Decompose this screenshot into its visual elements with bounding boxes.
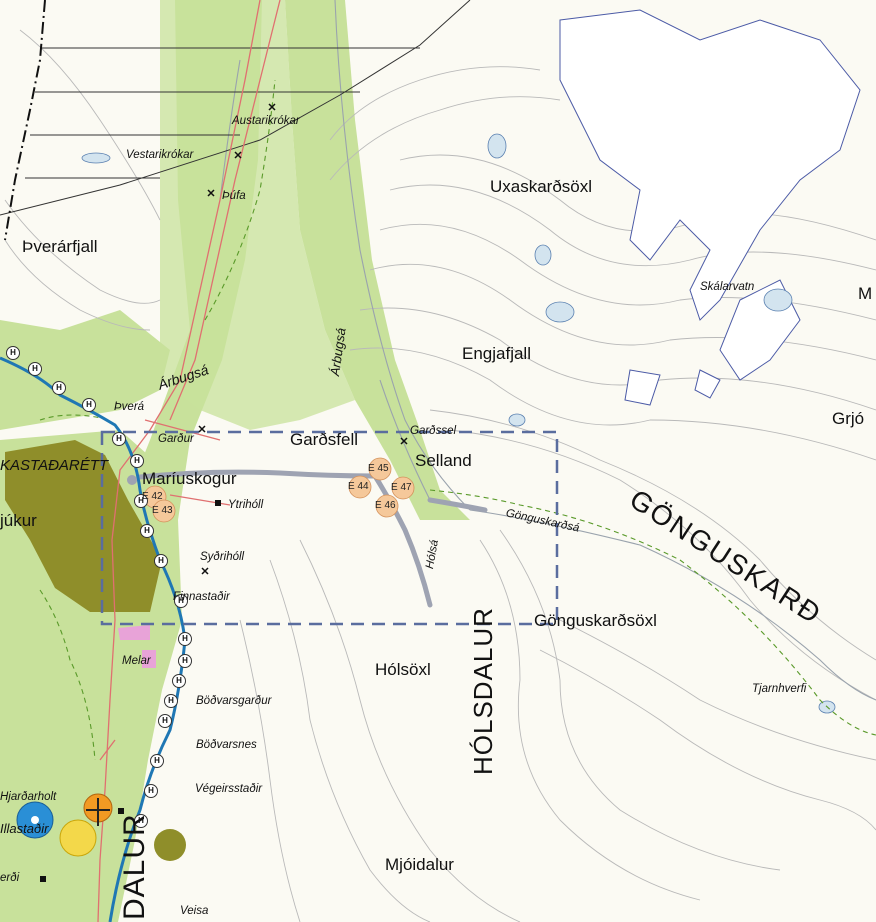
label-verarfjall: Þverárfjall bbox=[22, 237, 98, 256]
label-bodvarsgardur: Böðvarsgarður bbox=[196, 695, 272, 707]
highway-marker-icon: H bbox=[6, 346, 20, 360]
yellow-disc bbox=[59, 819, 97, 857]
plan-area-box bbox=[100, 430, 559, 626]
label-m-edge: M bbox=[858, 284, 873, 303]
label-uxaskardsoxl: Uxaskarðsöxl bbox=[490, 177, 593, 196]
label-ytriholl: Ytrihóll bbox=[228, 499, 264, 511]
label-holsoxl: Hólsöxl bbox=[375, 660, 431, 679]
label-finnastadir: Finnastaðir bbox=[173, 591, 230, 603]
pink-area-1 bbox=[118, 625, 150, 640]
highway-marker-icon: H bbox=[178, 632, 192, 646]
label-gardssel: Garðssel bbox=[410, 425, 457, 437]
highway-marker-icon: H bbox=[52, 381, 66, 395]
highway-marker-icon: H bbox=[140, 524, 154, 538]
boundary-lines bbox=[0, 0, 471, 216]
highway-marker-icon: H bbox=[28, 362, 42, 376]
highway-marker-icon: H bbox=[174, 594, 188, 608]
highway-marker-icon: H bbox=[164, 694, 178, 708]
label-mariuskogur: Maríuskogur bbox=[142, 469, 237, 488]
label-selland: Selland bbox=[415, 451, 472, 470]
label-vegeirsstadir: Végeirsstaðir bbox=[195, 783, 263, 795]
label-erdi: erði bbox=[0, 872, 20, 884]
highway-marker-icon: H bbox=[144, 784, 158, 798]
label-holsdalur: HÓLSDALUR bbox=[468, 607, 498, 775]
label-tufa: Þúfa bbox=[222, 190, 246, 202]
label-skalarvatn: Skálarvatn bbox=[700, 281, 755, 293]
green-zone-arbugsa bbox=[285, 0, 470, 520]
label-dalur: DALUR bbox=[118, 813, 151, 920]
label-tjarnhverfi: Tjarnhverfi bbox=[752, 683, 807, 695]
border-dash-dot bbox=[4, 0, 46, 241]
highway-marker-icon: H bbox=[154, 554, 168, 568]
highway-marker-icon: H bbox=[150, 754, 164, 768]
olive-area bbox=[5, 440, 162, 612]
label-thvera: Þverá bbox=[114, 401, 145, 413]
ruin-crosses bbox=[198, 103, 408, 575]
highway-marker-icon: H bbox=[178, 654, 192, 668]
label-lastadir: Illastaðir bbox=[0, 821, 49, 836]
label-jukur: júkur bbox=[0, 511, 37, 530]
pink-area-2 bbox=[142, 650, 156, 668]
green-zone-north bbox=[160, 0, 355, 430]
highway-marker-icon: H bbox=[172, 674, 186, 688]
site-label-e43: E 43 bbox=[152, 505, 173, 516]
label-mjoidalur: Mjóidalur bbox=[385, 855, 454, 874]
site-label-e44: E 44 bbox=[348, 481, 369, 492]
farm-markers bbox=[40, 475, 221, 882]
glacier-patches bbox=[559, 9, 861, 406]
rivers bbox=[219, 0, 876, 701]
green-zone-west bbox=[0, 310, 170, 430]
label-veisa: Veisa bbox=[180, 905, 209, 917]
label-engjafjall: Engjafjall bbox=[462, 344, 531, 363]
label-austarikrokar: Austarikrókar bbox=[232, 115, 300, 127]
site-label-e45: E 45 bbox=[368, 463, 389, 474]
highway-marker-icon: H bbox=[134, 814, 148, 828]
site-circles bbox=[143, 457, 415, 523]
label-grjo: Grjó bbox=[832, 409, 865, 428]
highway-marker-icon: H bbox=[134, 494, 148, 508]
label-melar: Melar bbox=[122, 655, 151, 667]
site-label-e46: E 46 bbox=[375, 500, 396, 511]
highway-marker-icon: H bbox=[130, 454, 144, 468]
tracks bbox=[137, 469, 488, 608]
label-hjardarholt: Hjarðarholt bbox=[0, 791, 57, 803]
label-sydriholl: Syðrihóll bbox=[200, 551, 245, 563]
label-vestarikrokar: Vestarikrókar bbox=[126, 149, 194, 161]
lakes bbox=[81, 133, 836, 714]
label-gonguskardsoxl: Gönguskarðsöxl bbox=[534, 611, 657, 630]
olive-disc bbox=[154, 829, 186, 861]
site-label-e47: E 47 bbox=[391, 482, 412, 493]
label-bodvarsnes: Böðvarsnes bbox=[196, 739, 257, 751]
highway-marker-icon: H bbox=[158, 714, 172, 728]
label-gardur: Garður bbox=[158, 433, 194, 445]
highway-marker-icon: H bbox=[82, 398, 96, 412]
site-label-e42: E 42 bbox=[142, 491, 163, 502]
label-gardsfell: Garðsfell bbox=[290, 430, 359, 449]
label-kastadarett: KASTAÐARÉTT bbox=[0, 457, 109, 474]
highway-marker-icon: H bbox=[112, 432, 126, 446]
